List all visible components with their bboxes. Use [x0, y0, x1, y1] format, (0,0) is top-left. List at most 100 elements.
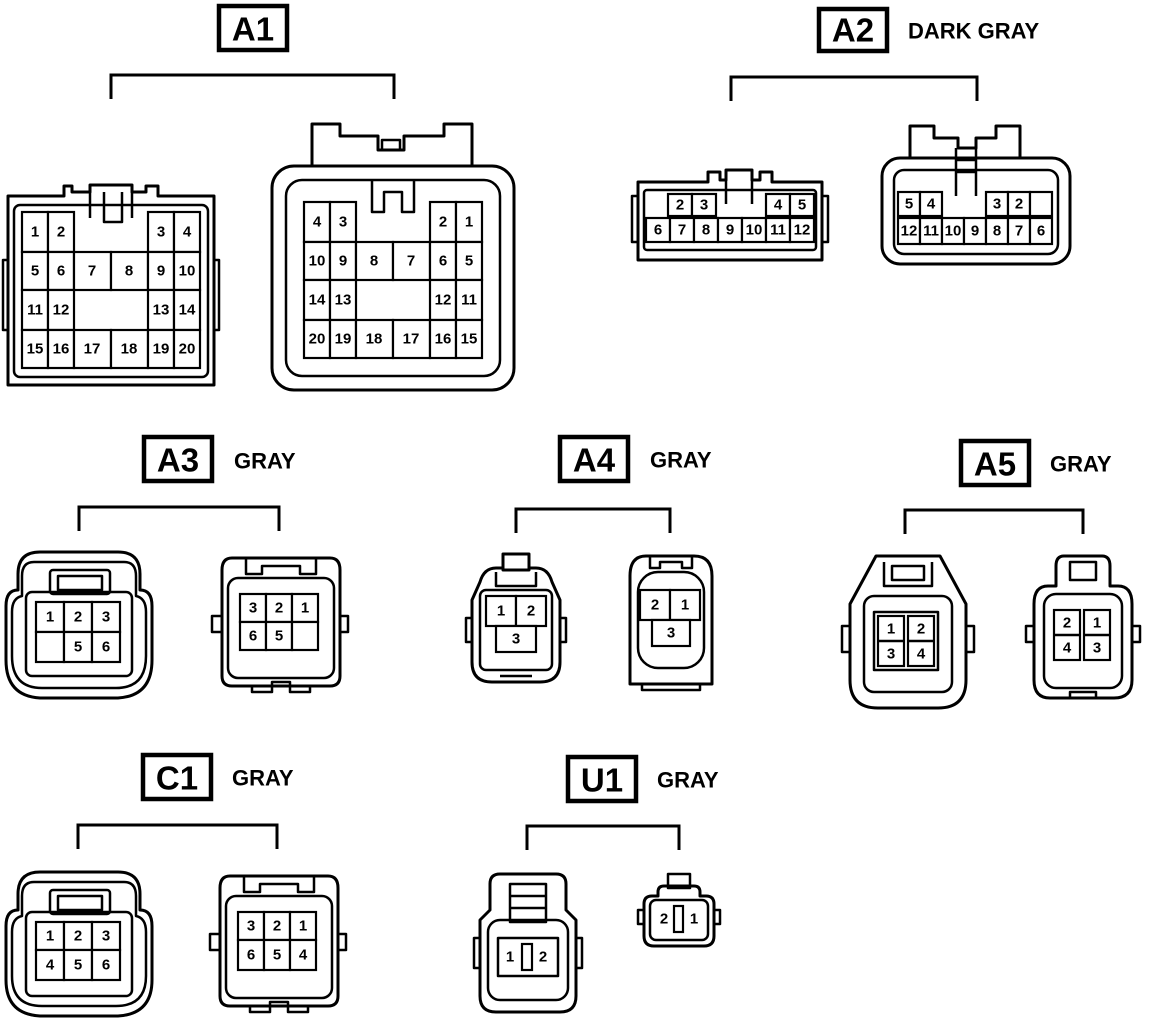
- pin: 7: [407, 253, 415, 270]
- pin: 14: [179, 302, 196, 319]
- connector-a5: A5 GRAY 1 2 3 4: [840, 438, 1142, 710]
- a3-left-row-2: 5 6: [34, 630, 122, 664]
- pin: 13: [153, 302, 170, 319]
- pin: 12: [901, 223, 918, 240]
- a2-right-row-2: 12 11 10 9 8 7 6: [896, 216, 1054, 246]
- connector-a1: A1 1 2 3 4 5 6 7 8 9 10 11: [1, 3, 516, 392]
- tag-label-u1: U1: [581, 762, 623, 799]
- tag-label-a3: A3: [157, 442, 199, 479]
- pin: 8: [370, 253, 378, 270]
- pin: 4: [313, 214, 322, 231]
- pin: 2: [74, 928, 82, 945]
- pin: 3: [157, 224, 165, 241]
- pin: 1: [1093, 615, 1101, 632]
- connector-a3: A3 GRAY 1 2 3 5 6: [4, 434, 350, 700]
- connector-c1: C1 GRAY 1 2 3 4 5 6: [4, 752, 348, 1018]
- c1-right-row-1: 3 2 1: [236, 910, 318, 942]
- a3-view-left: 1 2 3 5 6: [4, 550, 154, 700]
- color-label-u1: GRAY: [657, 768, 719, 793]
- connector-a4: A4 GRAY 1 2 3 2 1 3: [464, 434, 714, 692]
- pin: 2: [1063, 615, 1071, 632]
- c1-view-left: 1 2 3 4 5 6: [4, 870, 154, 1018]
- pin: 1: [299, 918, 307, 935]
- color-label-a4: GRAY: [650, 448, 712, 473]
- pin: 1: [46, 609, 54, 626]
- pin: 12: [794, 222, 811, 239]
- bracket-a2: [729, 75, 979, 101]
- pin: 6: [249, 628, 257, 645]
- bracket-u1: [525, 824, 681, 850]
- pin: 3: [700, 197, 708, 214]
- tag-label-a2: A2: [832, 12, 874, 49]
- pin: 5: [74, 639, 82, 656]
- pin: 10: [945, 223, 962, 240]
- color-label-c1: GRAY: [232, 766, 294, 791]
- pin: 6: [102, 957, 110, 974]
- tag-label-c1: C1: [156, 760, 198, 797]
- pin: 2: [273, 918, 281, 935]
- pin: 16: [53, 341, 70, 358]
- pin: 9: [726, 222, 734, 239]
- pin: 2: [74, 609, 82, 626]
- a1-right-row-2: 10 9 8 7 6 5: [302, 240, 484, 282]
- pin: 11: [27, 302, 43, 319]
- pin: 15: [27, 341, 44, 358]
- pin: 2: [651, 597, 659, 614]
- color-label-a3: GRAY: [234, 449, 296, 474]
- pin: 8: [993, 223, 1001, 240]
- pin: 4: [917, 646, 926, 663]
- pin: 10: [309, 253, 326, 270]
- pin: 10: [179, 263, 196, 280]
- bracket-c1: [76, 823, 279, 849]
- pin: 11: [461, 292, 477, 309]
- tag-label-a4: A4: [573, 442, 616, 479]
- a1-view-left: 1 2 3 4 5 6 7 8 9 10 11 12 13 14 15 16: [1, 183, 221, 387]
- pin: 19: [335, 331, 352, 348]
- u1-right-terminal-slot: [672, 904, 685, 934]
- pin: 4: [46, 957, 55, 974]
- pin: 8: [125, 263, 133, 280]
- pin: 9: [157, 263, 165, 280]
- a4-right-pin-1-cell: [668, 588, 702, 622]
- pin: 2: [439, 214, 447, 231]
- pin: 2: [527, 603, 535, 620]
- u1-view-left: 1 2: [472, 872, 584, 1014]
- pin: 4: [183, 224, 192, 241]
- pin: 8: [702, 222, 710, 239]
- pin: 1: [46, 928, 54, 945]
- pin: 6: [654, 222, 662, 239]
- pin: 1: [31, 224, 39, 241]
- pin: 13: [335, 292, 352, 309]
- a5-view-right: 2 1 4 3: [1024, 554, 1142, 700]
- tag-box-a2: [816, 6, 890, 54]
- a4-left-pin-1-cell: [484, 594, 518, 628]
- a3-right-row-2: 6 5: [238, 620, 320, 652]
- pin: 2: [57, 224, 65, 241]
- pin: 2: [917, 621, 925, 638]
- pin: 6: [57, 263, 65, 280]
- color-label-a2: DARK GRAY: [908, 19, 1040, 44]
- a2-view-left: 2 3 4 5 6 7 8 9 10 11 12: [630, 168, 830, 262]
- pin: 15: [461, 331, 478, 348]
- pin: 5: [31, 263, 39, 280]
- pin: 5: [905, 196, 913, 213]
- bracket-a4: [514, 507, 672, 533]
- pin: 1: [497, 603, 505, 620]
- pin: 12: [435, 292, 452, 309]
- a4-left-pin-3-cell: [494, 624, 538, 654]
- c1-right-row-2: 6 5 4: [236, 938, 318, 972]
- pin: 4: [774, 197, 783, 214]
- a2-right-row-1: 5 4 3 2: [896, 190, 1054, 218]
- tag-label-a1: A1: [232, 11, 274, 48]
- pin: 2: [660, 911, 668, 928]
- pin: 1: [465, 214, 473, 231]
- pin: 4: [299, 947, 308, 964]
- a3-view-right: 3 2 1 6 5: [210, 556, 350, 694]
- pin: 3: [887, 646, 895, 663]
- a3-right-row-1: 3 2 1: [238, 592, 320, 624]
- pin: 6: [439, 253, 447, 270]
- pin: 7: [1015, 223, 1023, 240]
- tag-box-a3: [141, 434, 215, 484]
- pin: 17: [84, 341, 101, 358]
